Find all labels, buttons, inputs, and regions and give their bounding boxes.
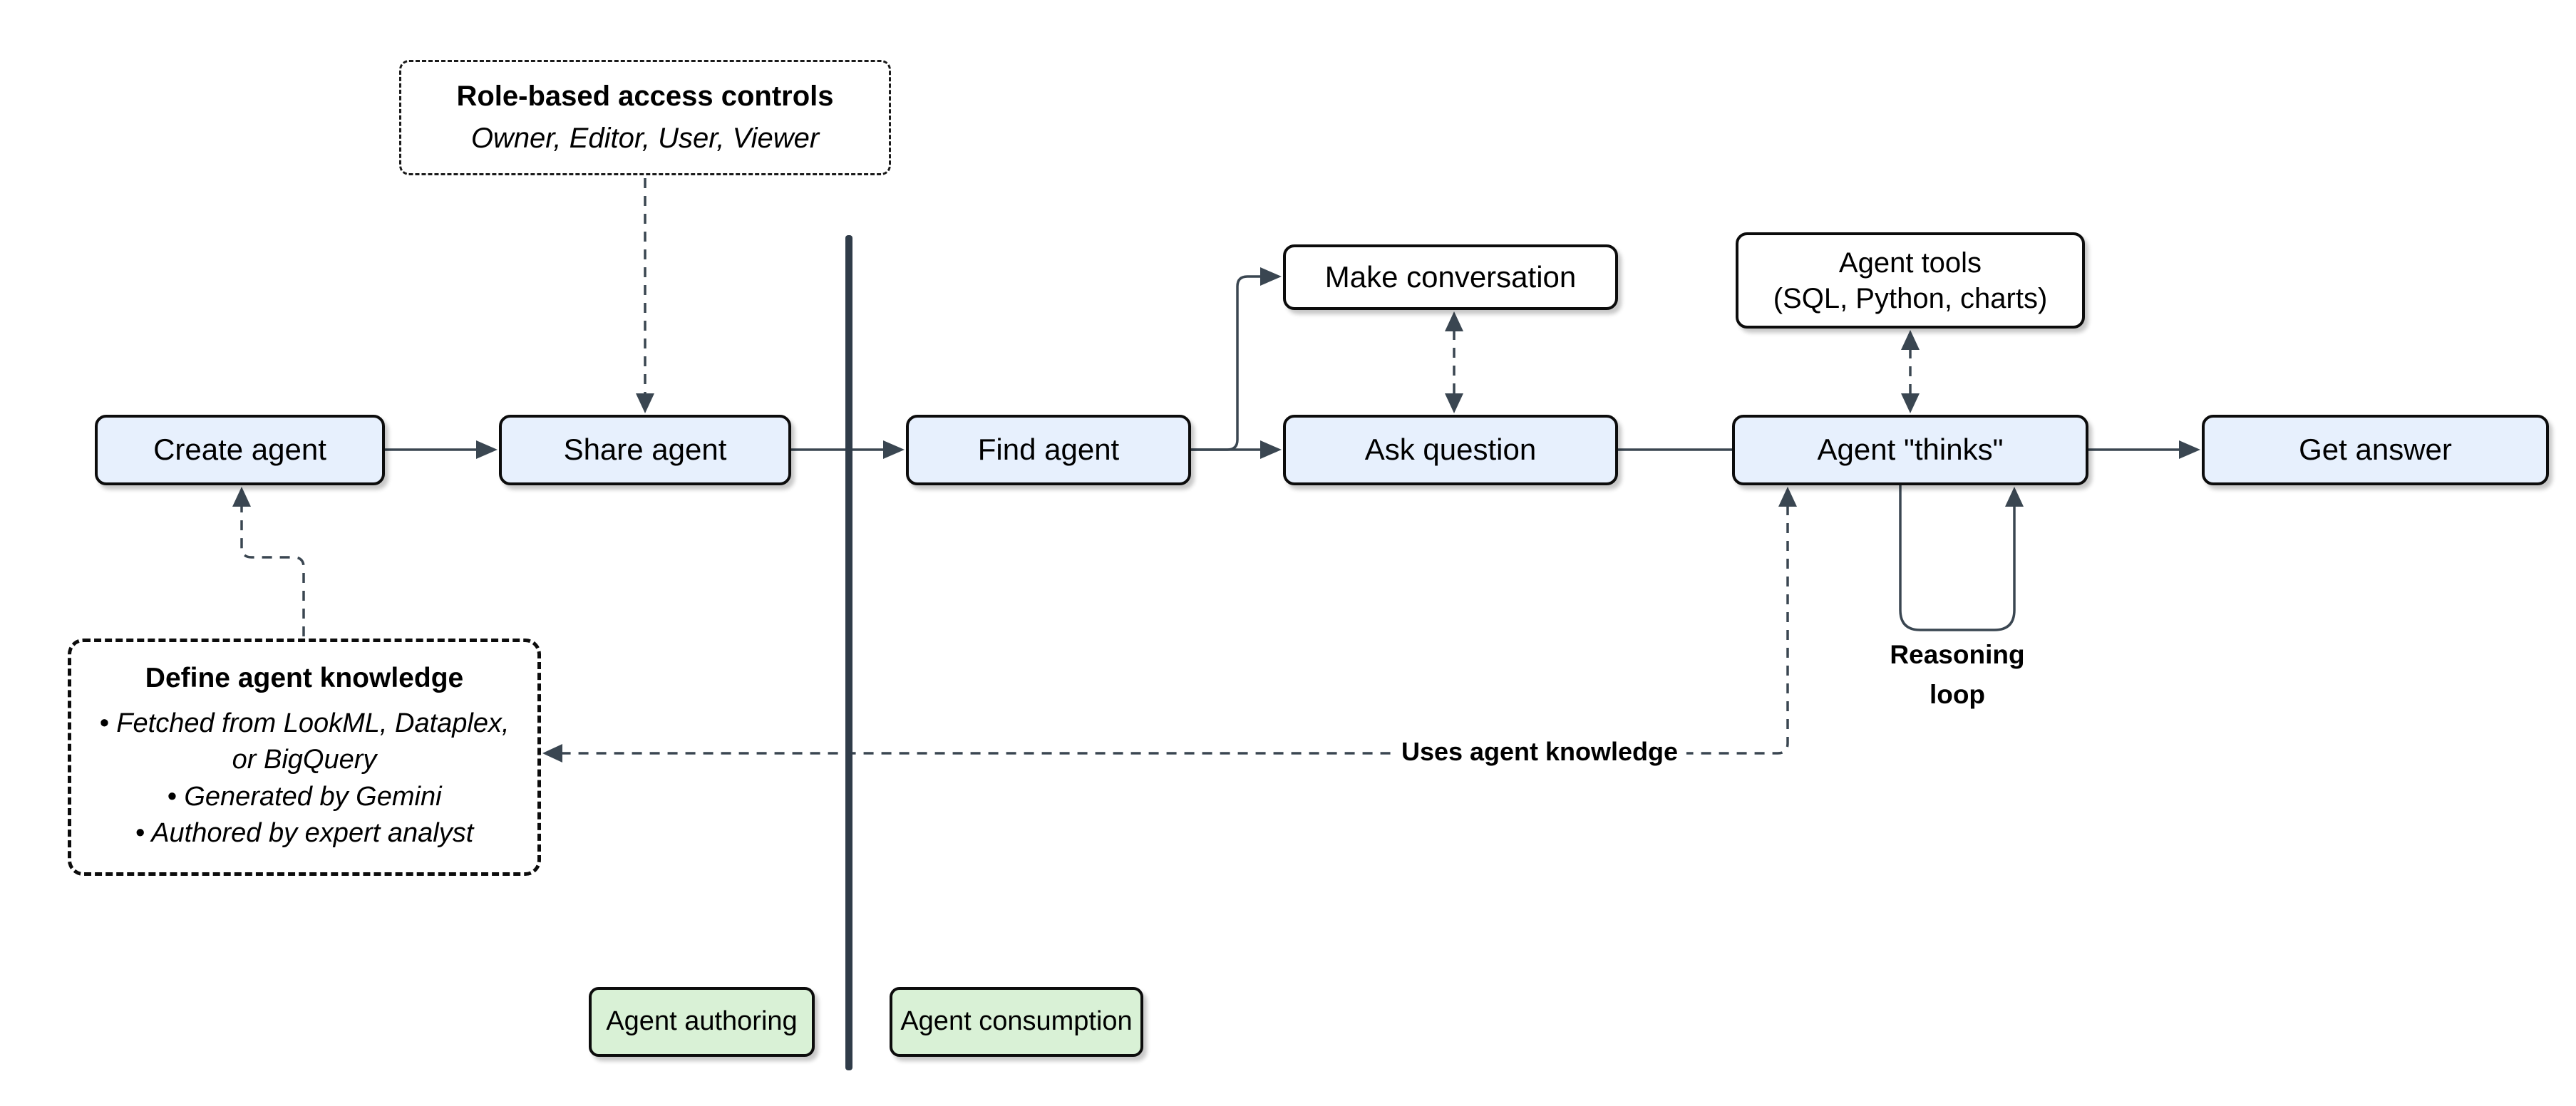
node-label: Find agent	[977, 433, 1120, 467]
rbac-note: Role-based access controls Owner, Editor…	[399, 60, 891, 175]
knowledge-bullet: • Generated by Gemini	[167, 781, 442, 812]
arrowhead	[542, 744, 562, 763]
node-label: Make conversation	[1324, 259, 1577, 294]
node-create-agent: Create agent	[95, 415, 385, 485]
arrowhead	[883, 440, 905, 459]
arrowhead	[476, 440, 498, 459]
node-agent-tools: Agent tools (SQL, Python, charts)	[1736, 232, 2085, 329]
node-make-conversation: Make conversation	[1283, 244, 1618, 310]
knowledge-bullet: • Authored by expert analyst	[135, 817, 474, 848]
node-ask-question: Ask question	[1283, 415, 1618, 485]
rbac-title: Role-based access controls	[456, 81, 834, 112]
node-label: Ask question	[1364, 433, 1537, 467]
node-label: Share agent	[563, 433, 727, 467]
arrow-find-to-make-conversation	[1191, 275, 1262, 451]
arrowhead	[1778, 487, 1797, 507]
arrowhead	[2179, 440, 2200, 459]
knowledge-bullet: • Fetched from LookML, Dataplex, or BigQ…	[99, 708, 510, 775]
arrowhead	[1260, 267, 1282, 286]
reasoning-loop-line2: loop	[1929, 679, 1986, 709]
knowledge-note: Define agent knowledge • Fetched from Lo…	[68, 639, 541, 876]
badge-label: Agent authoring	[606, 1006, 798, 1037]
node-agent-thinks: Agent "thinks"	[1732, 415, 2088, 485]
node-label: Agent "thinks"	[1817, 433, 2004, 467]
arrowhead	[1445, 311, 1463, 331]
node-share-agent: Share agent	[499, 415, 791, 485]
dashed-knowledge-to-create	[240, 505, 305, 636]
dashed-uses-knowledge-line	[561, 505, 1789, 755]
node-get-answer: Get answer	[2202, 415, 2549, 485]
stage-divider-line	[845, 235, 852, 1070]
knowledge-title: Define agent knowledge	[145, 662, 464, 693]
rbac-roles: Owner, Editor, User, Viewer	[470, 123, 820, 154]
uses-agent-knowledge-label: Uses agent knowledge	[1392, 735, 1687, 768]
arrowhead	[1901, 393, 1920, 413]
arrowhead	[1260, 440, 1282, 459]
node-label: Get answer	[2299, 433, 2452, 467]
badge-agent-authoring: Agent authoring	[589, 987, 815, 1057]
node-label-line1: Agent tools	[1838, 247, 1982, 279]
node-label-line2: (SQL, Python, charts)	[1773, 282, 2048, 314]
arrowhead	[1445, 393, 1463, 413]
reasoning-loop-line1: Reasoning	[1890, 640, 2025, 669]
badge-label: Agent consumption	[900, 1006, 1133, 1037]
arrowhead	[636, 393, 654, 413]
node-label: Create agent	[153, 433, 326, 467]
node-find-agent: Find agent	[906, 415, 1191, 485]
badge-agent-consumption: Agent consumption	[890, 987, 1143, 1057]
reasoning-loop-connector	[1899, 485, 2016, 631]
reasoning-loop-label: Reasoning loop	[1865, 635, 2050, 714]
arrowhead	[1901, 330, 1920, 350]
arrowhead	[2005, 487, 2024, 507]
arrowhead	[232, 487, 251, 507]
